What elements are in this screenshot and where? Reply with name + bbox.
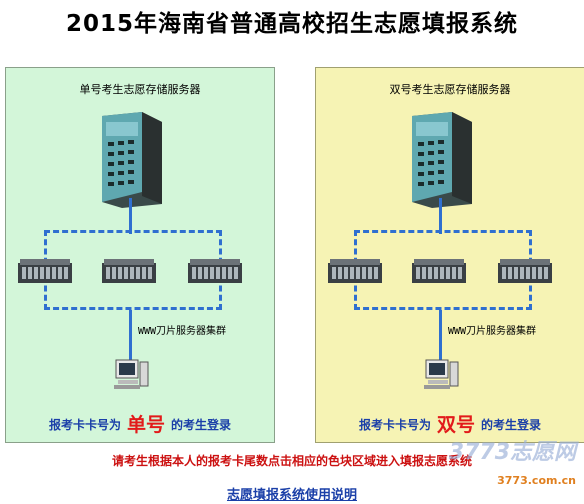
watermark-url: 3773.com.cn <box>497 474 576 487</box>
connector-line <box>439 198 442 234</box>
connector-line <box>439 310 442 372</box>
login-prefix: 报考卡卡号为 <box>358 418 431 432</box>
desktop-computer-icon <box>114 359 149 389</box>
connector-line <box>129 310 132 372</box>
login-suffix: 的考生登录 <box>481 418 542 432</box>
desktop-computer-icon <box>424 359 459 389</box>
instruction-text: 请考生根据本人的报考卡尾数点击相应的色块区域进入填报志愿系统 <box>111 454 472 468</box>
blade-server-icon <box>498 259 552 283</box>
odd-number-login-region[interactable]: 单号考生志愿存储服务器 WWW刀片服务器集群 报考卡卡号为单号的考生登录 <box>5 67 275 443</box>
user-manual-link[interactable]: 志愿填报系统使用说明 <box>226 488 357 503</box>
login-highlight: 单号 <box>126 414 165 436</box>
cluster-label: WWW刀片服务器集群 <box>138 326 227 337</box>
server-label: 双号考生志愿存储服务器 <box>389 83 511 96</box>
server-label: 单号考生志愿存储服务器 <box>79 83 201 96</box>
even-number-login-region[interactable]: 双号考生志愿存储服务器 WWW刀片服务器集群 报考卡卡号为双号的考生登录 <box>315 67 584 443</box>
login-caption: 报考卡卡号为单号的考生登录 <box>6 410 274 437</box>
blade-server-icon <box>412 259 466 283</box>
blade-server-icon <box>328 259 382 283</box>
login-caption: 报考卡卡号为双号的考生登录 <box>316 410 584 437</box>
watermark-logo: 3773志愿网 <box>448 440 576 465</box>
login-highlight: 双号 <box>436 414 475 436</box>
login-prefix: 报考卡卡号为 <box>48 418 121 432</box>
page-title: 2015年海南省普通高校招生志愿填报系统 <box>65 11 518 37</box>
blade-server-icon <box>102 259 156 283</box>
connector-line <box>129 198 132 234</box>
blade-server-icon <box>188 259 242 283</box>
login-suffix: 的考生登录 <box>171 418 232 432</box>
cluster-label: WWW刀片服务器集群 <box>448 326 537 337</box>
storage-server-icon <box>412 112 472 208</box>
blade-server-icon <box>18 259 72 283</box>
storage-server-icon <box>102 112 162 208</box>
